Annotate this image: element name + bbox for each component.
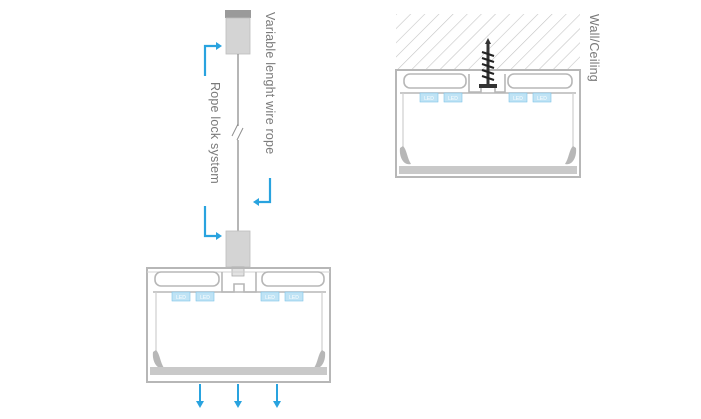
surface-fixture: LED LED LED LED — [395, 14, 581, 178]
led-chips-surface: LED LED LED LED — [419, 92, 552, 103]
led-label: LED — [424, 96, 434, 102]
arrow-down-icon — [196, 384, 281, 408]
wire-rope — [231, 54, 244, 232]
profile-surface — [395, 69, 581, 178]
wire-rope-label: Variable lenght wire rope — [263, 12, 277, 155]
wall-ceiling-label: Wall/Ceiling — [587, 14, 601, 82]
led-chips-suspended: LED LED LED LED — [171, 291, 304, 302]
led-label: LED — [289, 295, 299, 301]
ceiling-cap — [225, 10, 251, 55]
suspended-fixture: LED LED LED LED — [146, 10, 331, 408]
led-label: LED — [176, 295, 186, 301]
screw-icon — [479, 38, 497, 88]
rope-lock-label: Rope lock system — [208, 82, 222, 184]
bracket-arrow-icon — [203, 42, 272, 240]
led-label: LED — [537, 96, 547, 102]
rope-lock — [225, 230, 251, 277]
led-label: LED — [448, 96, 458, 102]
led-label: LED — [200, 295, 210, 301]
led-label: LED — [265, 295, 275, 301]
led-label: LED — [513, 96, 523, 102]
profile-suspended — [146, 267, 331, 383]
